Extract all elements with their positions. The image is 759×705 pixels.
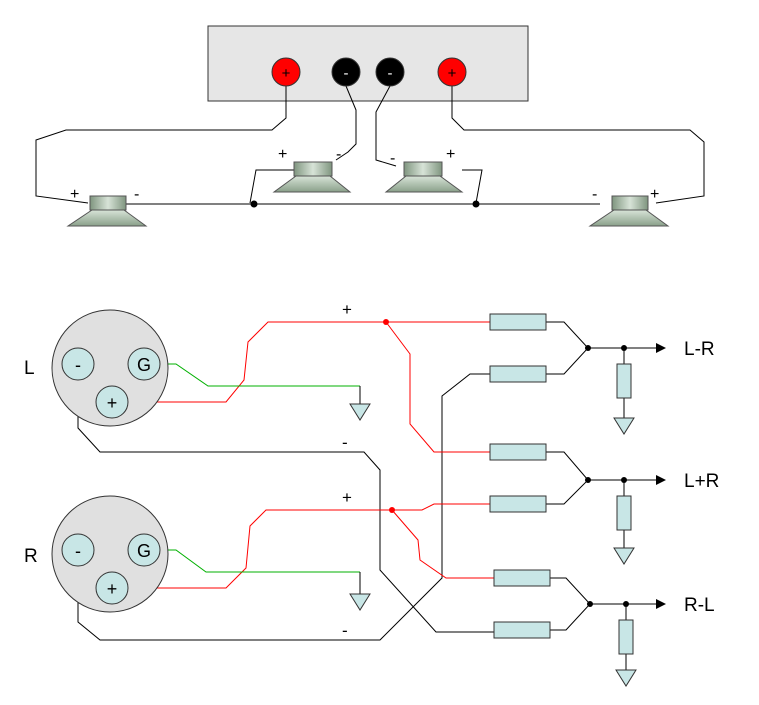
junction-dot: [383, 319, 389, 325]
amp-terminal-negative: [331, 57, 361, 87]
pin-minus: [61, 347, 95, 381]
amp-terminal-label: -: [344, 65, 349, 82]
output-label: L+R: [684, 471, 719, 492]
pin-ground: [127, 533, 161, 567]
resistor: [489, 365, 547, 383]
wire-minus-label: -: [342, 433, 348, 452]
junction-dot: [389, 507, 395, 513]
amp-terminal-label: -: [388, 65, 393, 82]
pin-minus-label: -: [75, 541, 81, 561]
output-label: R-L: [684, 595, 715, 616]
speaker-plus-label: +: [446, 146, 455, 163]
speaker: [272, 161, 352, 193]
wire-minus-label: -: [342, 621, 348, 640]
output-arrow: [656, 343, 666, 353]
ground-symbol: [349, 403, 371, 421]
wire-plus-label: +: [342, 300, 352, 319]
channel-label: L: [24, 358, 35, 379]
pin-ground-label: G: [137, 541, 151, 561]
positive-wires: [128, 321, 494, 589]
amp-terminal-positive: [437, 57, 467, 87]
resistor: [616, 363, 632, 399]
speaker-minus-label: -: [134, 186, 139, 203]
ground-symbol: [613, 417, 635, 435]
output-arrow: [656, 475, 666, 485]
junction-dot: [472, 200, 480, 208]
speaker-minus-label: -: [336, 146, 341, 163]
resistor: [493, 569, 551, 587]
junction-dot: [621, 477, 627, 483]
pin-plus-label: +: [107, 393, 118, 413]
resistor: [489, 495, 547, 513]
resistor: [493, 621, 551, 639]
amplifier-box: [207, 25, 529, 102]
speaker-minus-label: -: [390, 150, 395, 167]
amp-terminal-positive: [271, 57, 301, 87]
pin-plus: [95, 385, 129, 419]
ground-symbol: [349, 593, 371, 611]
ground-wires: [160, 363, 360, 573]
pin-ground: [127, 347, 161, 381]
speaker-wires: [35, 85, 705, 205]
wire-plus-label: +: [342, 488, 352, 507]
junction-dot: [623, 601, 629, 607]
speaker-plus-label: +: [70, 186, 79, 203]
pin-minus: [61, 533, 95, 567]
resistor: [489, 313, 547, 331]
junction-dot: [585, 345, 591, 351]
speaker-plus-label: +: [650, 186, 659, 203]
junction-dot: [587, 601, 593, 607]
pin-minus-label: -: [75, 355, 81, 375]
resistor: [489, 443, 547, 461]
speaker-plus-label: +: [278, 146, 287, 163]
speaker: [66, 195, 148, 227]
resistor: [616, 495, 632, 531]
amp-terminal-negative: [375, 57, 405, 87]
ground-symbol: [615, 669, 637, 687]
amp-terminal-label: +: [282, 65, 291, 82]
pin-plus-label: +: [107, 579, 118, 599]
output-label: L-R: [684, 339, 715, 360]
channel-label: R: [24, 546, 38, 567]
junction-dot: [585, 477, 591, 483]
pin-plus: [95, 571, 129, 605]
speaker-minus-label: -: [592, 186, 597, 203]
junction-dot: [621, 345, 627, 351]
pin-ground-label: G: [137, 355, 151, 375]
speaker: [384, 161, 464, 193]
junction-dot: [250, 200, 258, 208]
speaker: [588, 195, 670, 227]
amp-terminal-label: +: [448, 65, 457, 82]
ground-symbol: [613, 547, 635, 565]
xlr-connector-left: [51, 309, 169, 427]
xlr-connector-right: [51, 495, 169, 613]
resistor: [618, 619, 634, 655]
output-arrow: [656, 599, 666, 609]
